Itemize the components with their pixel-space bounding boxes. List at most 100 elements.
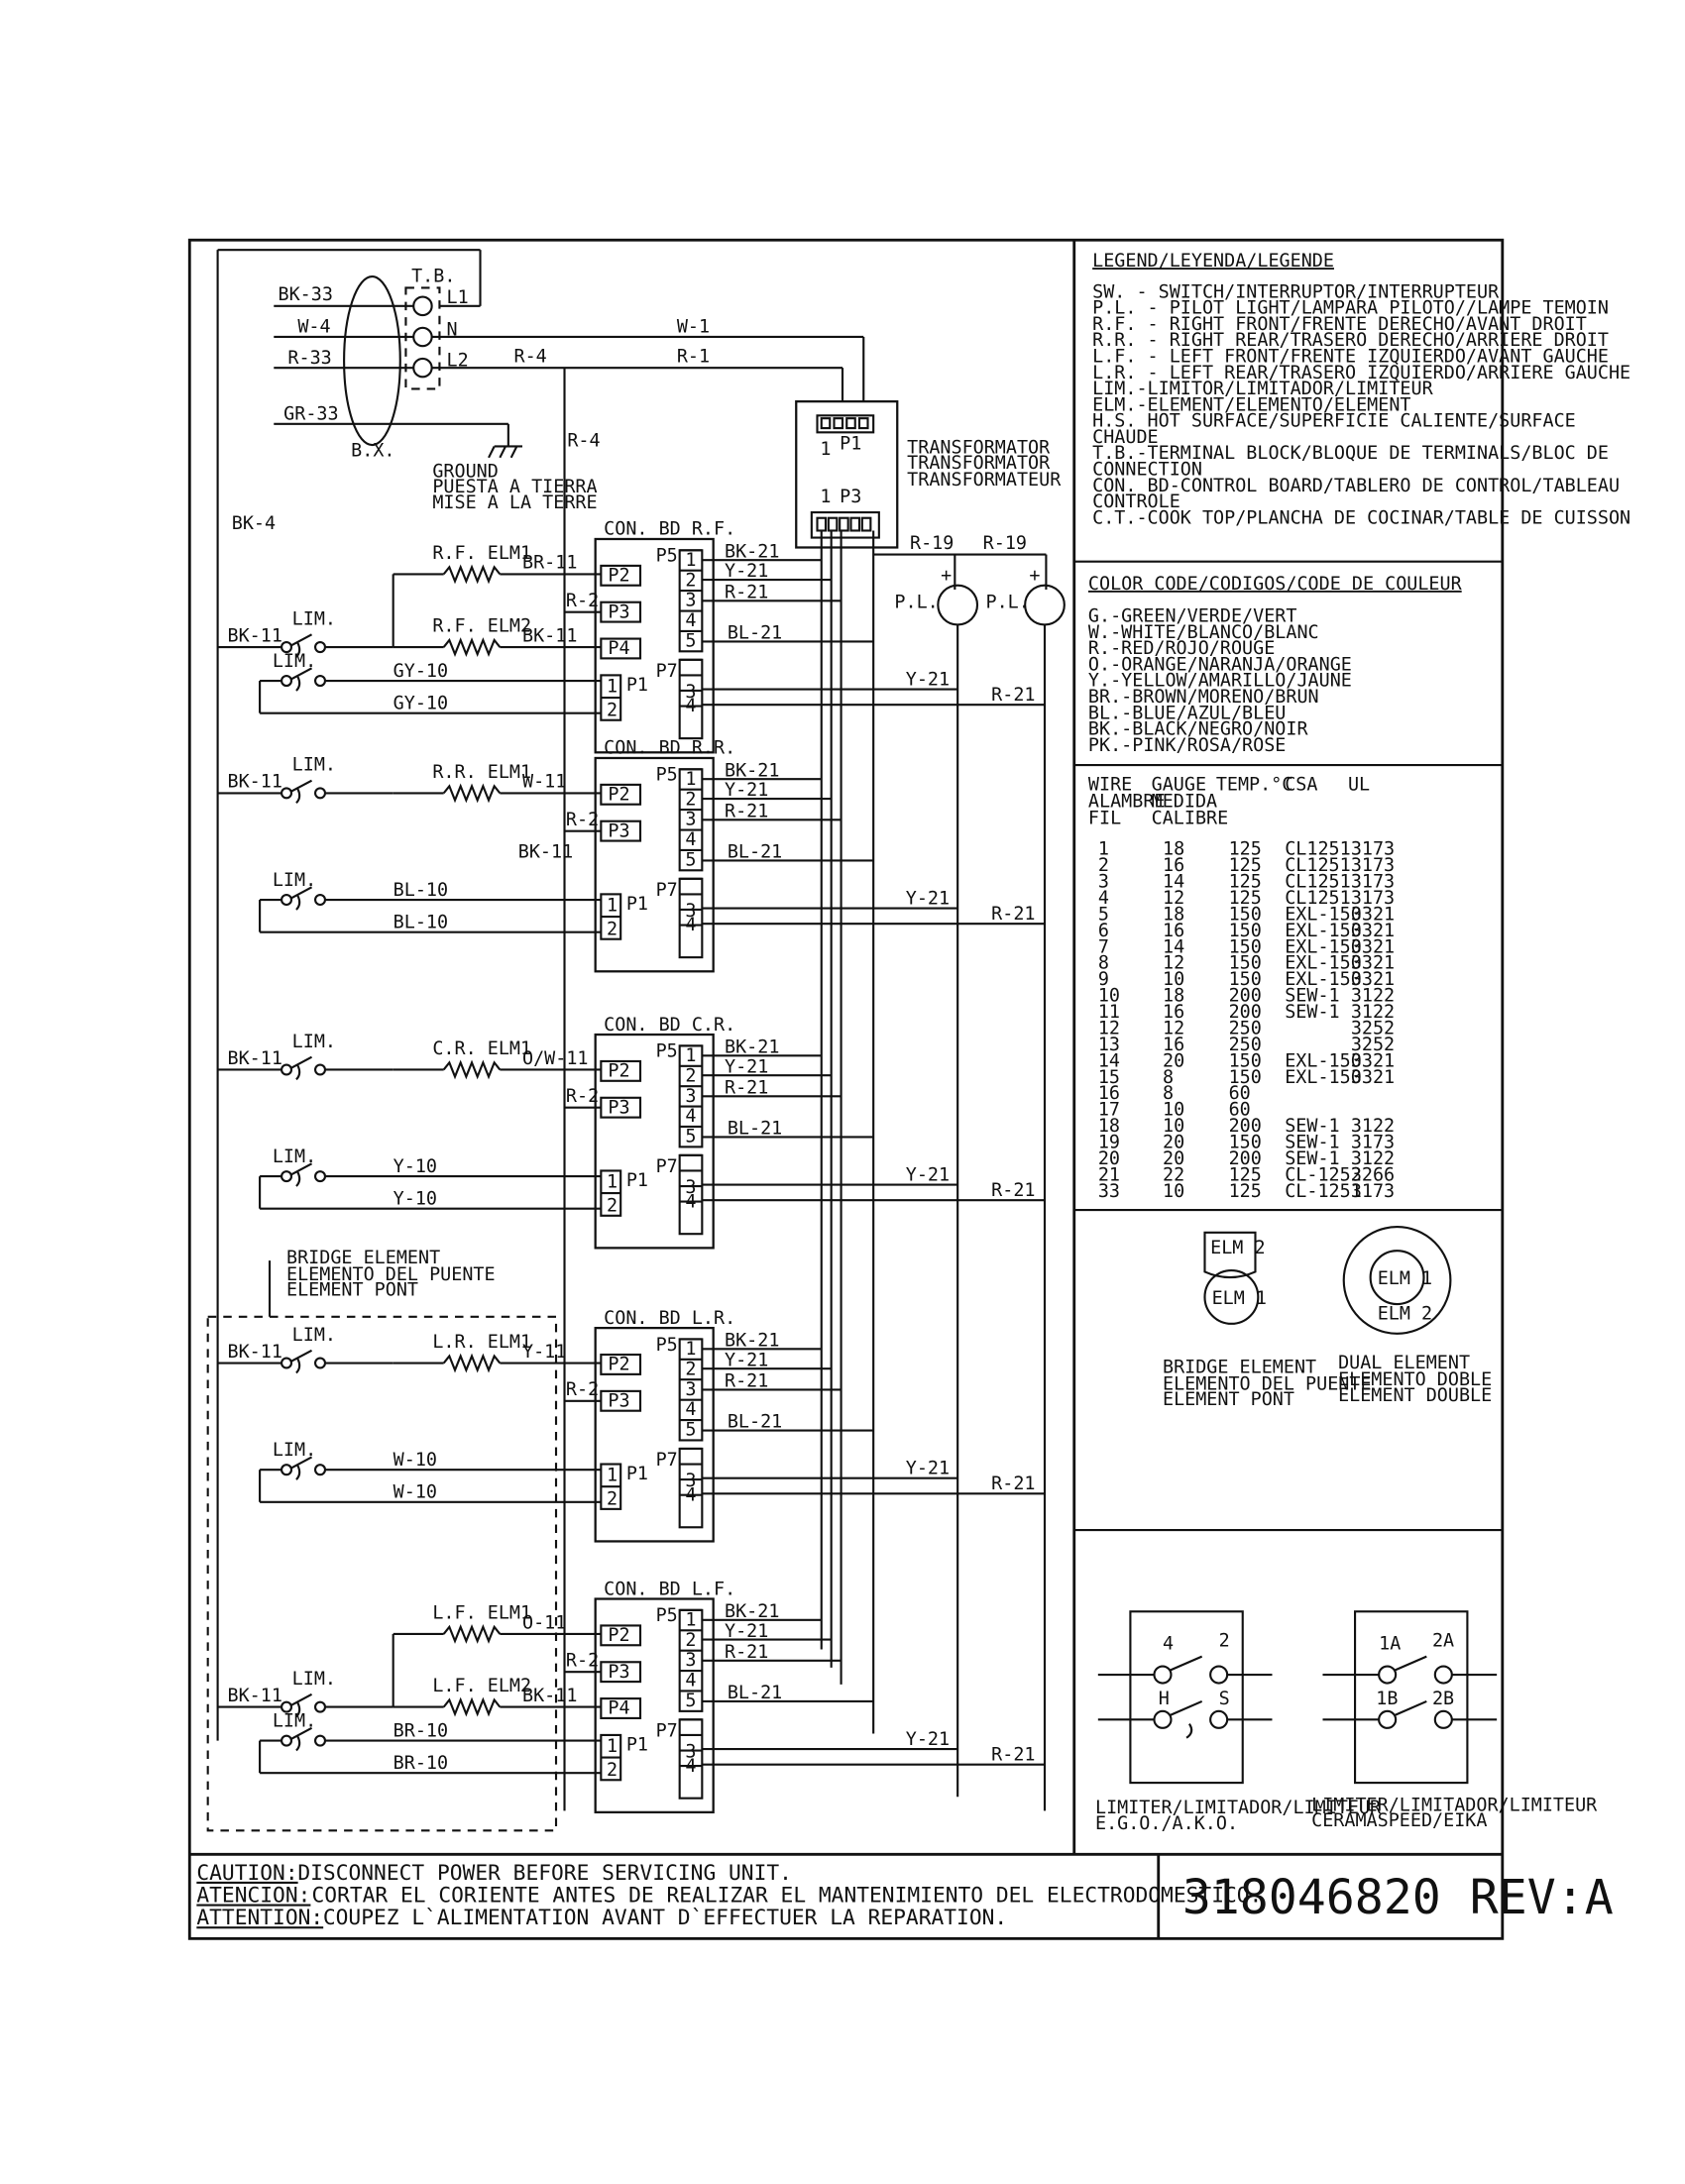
svg-text:5: 5	[685, 1691, 696, 1711]
legend-item: ELM.-ELEMENT/ELEMENTO/ELEMENT	[1092, 394, 1410, 415]
svg-text:1: 1	[685, 1609, 696, 1630]
table-cell: 19	[1098, 1133, 1120, 1153]
table-cell: 12	[1163, 953, 1184, 974]
svg-text:P1: P1	[626, 1170, 648, 1191]
svg-text:Y-11: Y-11	[522, 1342, 566, 1363]
table-cell: 20	[1163, 1148, 1184, 1169]
svg-text:R-21: R-21	[725, 582, 768, 602]
board-title: CON. BD R.F.	[604, 519, 735, 540]
table-cell: 150	[1229, 1050, 1262, 1071]
table-cell: EXL-150	[1285, 1067, 1362, 1088]
table-cell: 125	[1229, 888, 1262, 909]
svg-text:H: H	[1159, 1689, 1170, 1709]
color-code-item: BK.-BLACK/NEGRO/NOIR	[1088, 719, 1309, 740]
svg-text:ELEMENT PONT: ELEMENT PONT	[1163, 1389, 1294, 1410]
table-cell: 15	[1098, 1067, 1120, 1088]
svg-text:3: 3	[685, 1650, 696, 1671]
svg-text:P4: P4	[608, 638, 629, 659]
svg-text:LIM.: LIM.	[273, 1710, 316, 1731]
svg-text:CERAMASPEED/EIKA: CERAMASPEED/EIKA	[1311, 1810, 1487, 1831]
svg-text:3: 3	[685, 682, 696, 703]
legend: LEGEND/LEYENDA/LEGENDE SW. - SWITCH/INTE…	[1092, 251, 1630, 528]
svg-text:3: 3	[685, 810, 696, 830]
table-cell: 8	[1163, 1067, 1174, 1088]
svg-text:Y-21: Y-21	[725, 1350, 768, 1370]
table-cell: 3252	[1351, 1035, 1395, 1055]
svg-text:1A: 1A	[1379, 1634, 1401, 1655]
table-cell: 21	[1098, 1164, 1120, 1185]
legend-item: P.L. - PILOT LIGHT/LAMPARA PILOTO//LAMPE…	[1092, 298, 1609, 319]
svg-text:P5: P5	[656, 546, 678, 567]
svg-text:CAUTION:: CAUTION:	[196, 1861, 297, 1886]
board-title: CON. BD C.R.	[604, 1015, 735, 1036]
svg-text:2: 2	[685, 1065, 696, 1086]
svg-text:P1: P1	[626, 894, 648, 915]
svg-text:LIM.: LIM.	[273, 870, 316, 891]
table-cell: 3321	[1351, 904, 1395, 925]
svg-text:Y-10: Y-10	[393, 1156, 437, 1177]
limiter-ego: 4 2 H S LIMITER/LIMITADOR/LIMITEUR E.G.O…	[1095, 1610, 1382, 1834]
table-cell: 14	[1098, 1050, 1120, 1071]
svg-text:BK-21: BK-21	[725, 760, 779, 781]
table-cell: 3122	[1351, 1002, 1395, 1023]
svg-text:TRANSFORMATOR: TRANSFORMATOR	[907, 438, 1051, 459]
svg-text:L.R. ELM1: L.R. ELM1	[432, 1332, 531, 1353]
svg-text:P7: P7	[656, 880, 678, 901]
svg-text:LIM.: LIM.	[273, 1440, 316, 1461]
table-cell: 125	[1229, 839, 1262, 860]
color-code-item: BR.-BROWN/MORENO/BRUN	[1088, 687, 1319, 708]
svg-text:4: 4	[685, 1484, 696, 1505]
svg-text:MISE A LA TERRE: MISE A LA TERRE	[432, 492, 597, 513]
svg-text:2: 2	[607, 700, 618, 720]
svg-text:BK-4: BK-4	[232, 513, 276, 534]
table-cell: 200	[1229, 1002, 1262, 1023]
color-code-item: W.-WHITE/BLANCO/BLANC	[1088, 622, 1319, 643]
diagram-frame	[187, 238, 1505, 1940]
svg-text:3: 3	[685, 1086, 696, 1107]
svg-text:W-10: W-10	[393, 1482, 437, 1503]
svg-text:P2: P2	[608, 1355, 629, 1375]
svg-text:L.F. ELM2: L.F. ELM2	[432, 1676, 531, 1696]
table-cell: 20	[1163, 1133, 1184, 1153]
board-title: CON. BD L.F.	[604, 1579, 735, 1599]
svg-text:LIM.: LIM.	[292, 1325, 336, 1346]
table-cell: 3321	[1351, 953, 1395, 974]
table-cell: 10	[1163, 1100, 1184, 1121]
table-cell: 3122	[1351, 1148, 1395, 1169]
svg-text:4: 4	[685, 1399, 696, 1420]
table-cell: 10	[1163, 1181, 1184, 1202]
legend-item: R.R. - RIGHT REAR/TRASERO DERECHO/ARRIER…	[1092, 330, 1609, 351]
svg-text:BK-11: BK-11	[228, 1342, 282, 1363]
legend-item: SW. - SWITCH/INTERRUPTOR/INTERRUPTEUR	[1092, 281, 1500, 302]
table-cell: 3321	[1351, 969, 1395, 990]
svg-text:2: 2	[685, 570, 696, 591]
legend-item: T.B.-TERMINAL BLOCK/BLOQUE DE TERMINALS/…	[1092, 443, 1609, 464]
svg-text:1: 1	[685, 1339, 696, 1360]
limiter-ceramaspeed: 1A 2A 1B 2B LIMITER/LIMITADOR/LIMITEUR C…	[1311, 1610, 1598, 1831]
svg-text:DISCONNECT POWER BEFORE SERVIC: DISCONNECT POWER BEFORE SERVICING UNIT.	[297, 1861, 792, 1886]
table-cell: 22	[1163, 1164, 1184, 1185]
svg-text:3: 3	[685, 1379, 696, 1400]
svg-text:LIMITER/LIMITADOR/LIMITEUR: LIMITER/LIMITADOR/LIMITEUR	[1095, 1798, 1382, 1818]
svg-text:2: 2	[1219, 1631, 1230, 1652]
svg-text:ATENCION:: ATENCION:	[196, 1884, 310, 1909]
svg-text:ELEMENT DOUBLE: ELEMENT DOUBLE	[1338, 1385, 1492, 1406]
table-cell: 8	[1098, 953, 1109, 974]
table-cell: 9	[1098, 969, 1109, 990]
table-header: TEMP.°C	[1216, 775, 1293, 796]
supply-wires: W-1 R-1 R-4 R-4 BK-4	[232, 317, 865, 1811]
legend-item: H.S. HOT SURFACE/SUPERFICIE CALIENTE/SUR…	[1092, 411, 1576, 432]
table-cell: SEW-1	[1285, 986, 1339, 1007]
svg-text:R-21: R-21	[725, 1642, 768, 1663]
svg-text:P3: P3	[608, 1390, 629, 1411]
svg-text:BK-21: BK-21	[725, 1331, 779, 1352]
svg-text:4: 4	[685, 1756, 696, 1777]
